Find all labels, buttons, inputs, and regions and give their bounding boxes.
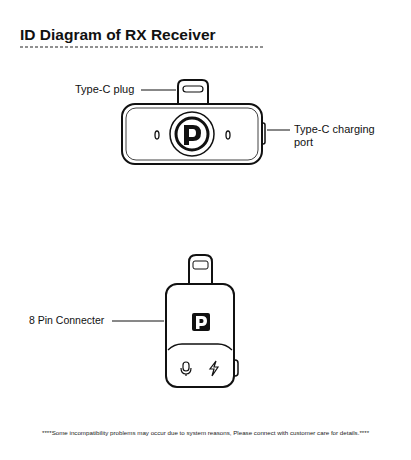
receiver-body	[122, 104, 262, 164]
mic-icon	[183, 362, 189, 371]
title-rule	[20, 47, 263, 48]
part-label: Type-C plug	[75, 83, 134, 95]
indicator-light	[155, 131, 159, 139]
typec-plug	[178, 80, 208, 104]
leader-line	[141, 90, 176, 91]
receiver-inner-edge	[126, 108, 258, 160]
brand-logo	[192, 313, 210, 331]
typec-receiver	[122, 80, 265, 164]
lightning-plug	[189, 255, 212, 286]
indicator-light	[226, 131, 230, 139]
receiver-body	[166, 284, 234, 387]
lightning-receiver	[166, 255, 238, 387]
plug-contacts	[193, 261, 208, 269]
footnote: ****Some incompatibility problems may oc…	[42, 429, 369, 436]
diagram-title: ID Diagram of RX Receiver	[20, 26, 216, 44]
button-ring	[170, 112, 214, 156]
logo-ring	[176, 118, 208, 150]
leader-line	[112, 321, 164, 322]
leader-line	[267, 130, 290, 131]
part-label: 8 Pin Connecter	[29, 314, 104, 326]
button-icons	[181, 361, 218, 376]
brand-logo	[184, 125, 201, 145]
plug-slot	[183, 86, 203, 92]
part-label: Type-C charging port	[294, 123, 394, 149]
body-divider	[168, 344, 232, 350]
charge-icon	[210, 361, 218, 376]
mic-icon-stand	[181, 368, 191, 376]
